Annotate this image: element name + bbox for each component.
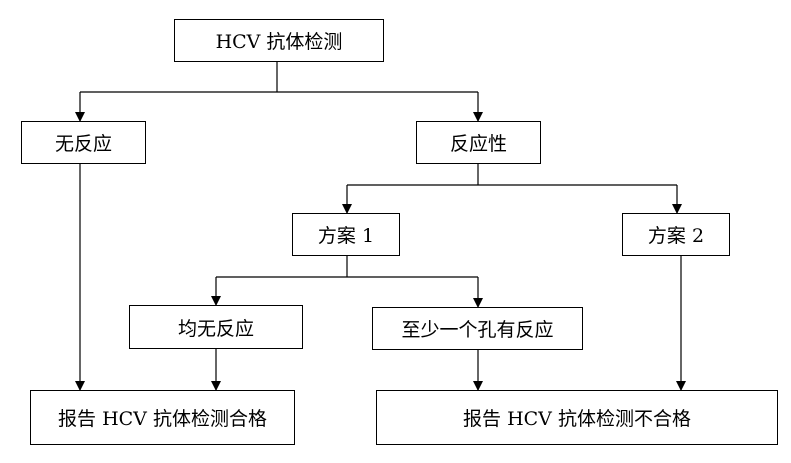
- all-no-reaction-label: 均无反应: [177, 317, 254, 340]
- plan1-box: 方案 1: [292, 213, 400, 256]
- no-reaction-box: 无反应: [21, 121, 146, 164]
- plan1-label: 方案 1: [317, 225, 375, 247]
- root-label: HCV 抗体检测: [215, 31, 343, 53]
- reactive-box: 反应性: [416, 121, 541, 164]
- all-no-reaction-box: 均无反应: [129, 305, 303, 349]
- report-fail-box: 报告 HCV 抗体检测不合格: [376, 390, 778, 445]
- reactive-label: 反应性: [449, 133, 507, 155]
- report-pass-label: 报告 HCV 抗体检测合格: [58, 408, 267, 430]
- plan2-label: 方案 2: [647, 225, 705, 247]
- plan2-box: 方案 2: [622, 213, 730, 256]
- root-box: HCV 抗体检测: [174, 19, 384, 62]
- at-least-one-reactive-label: 至少一个孔有反应: [401, 319, 554, 341]
- at-least-one-reactive-box: 至少一个孔有反应: [372, 307, 583, 350]
- report-pass-box: 报告 HCV 抗体检测合格: [30, 390, 295, 445]
- no-reaction-label: 无反应: [54, 133, 112, 155]
- report-fail-label: 报告 HCV 抗体检测不合格: [463, 408, 691, 430]
